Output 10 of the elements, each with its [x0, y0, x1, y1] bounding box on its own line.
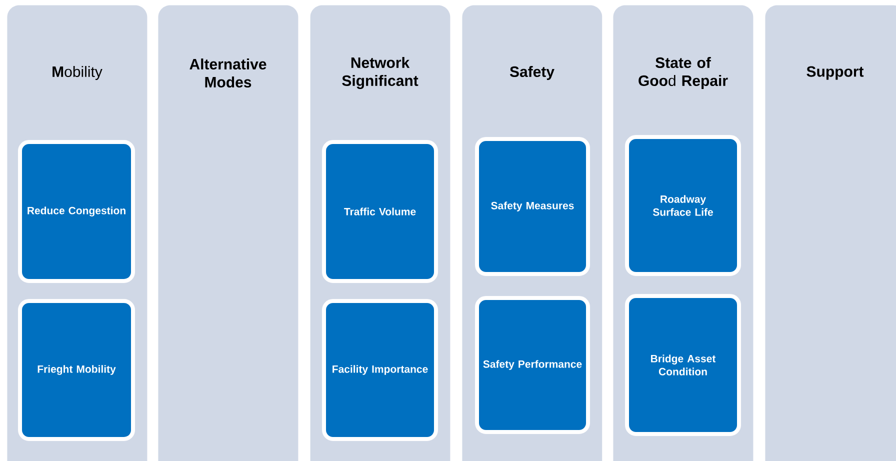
column-panel: Support [765, 5, 896, 461]
column-panel: Alternative Modes [158, 5, 298, 461]
category-box: Reduce Congestion [18, 140, 135, 283]
category-box: Safety Measures [475, 137, 590, 276]
category-box: Bridge Asset Condition [625, 294, 741, 436]
category-box: Traffic Volume [322, 140, 438, 283]
category-box: Frieght Mobility [18, 299, 135, 441]
category-box: Safety Performance [475, 296, 590, 434]
category-box: Facility Importance [322, 299, 438, 441]
category-box: Roadway Surface Life [625, 135, 741, 276]
